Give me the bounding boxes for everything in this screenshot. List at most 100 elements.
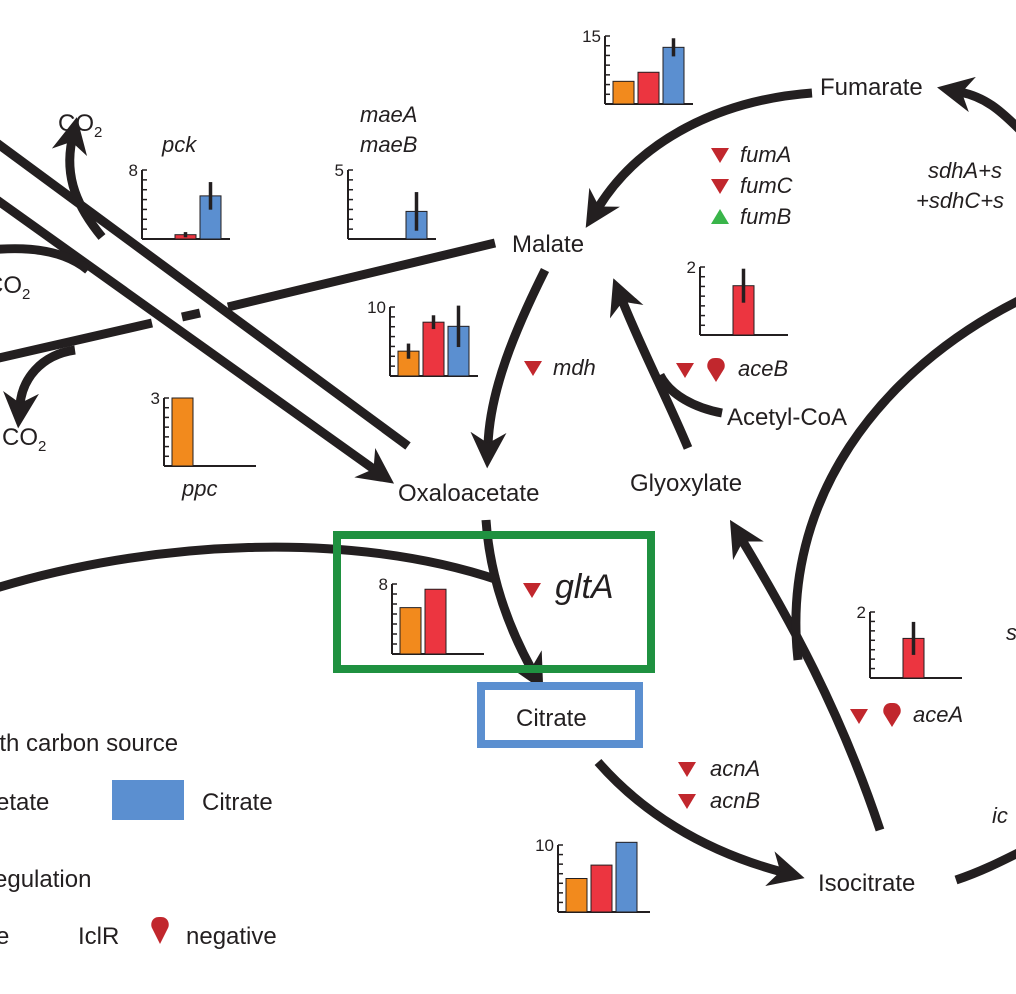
isocitrate-label: Isocitrate (818, 870, 915, 897)
tick-label: 5 (335, 161, 344, 180)
svg-text:CO2: CO2 (58, 110, 102, 141)
gene-aceB: aceB (738, 356, 788, 381)
iclr-repressor-icon (151, 917, 169, 944)
gene-aceA: aceA (913, 702, 963, 727)
down-triangle-icon (850, 709, 868, 724)
down-triangle-icon (676, 363, 694, 378)
bar (422, 321, 445, 377)
down-triangle-icon (524, 361, 542, 376)
gene-ppc: ppc (181, 476, 217, 501)
arrow-to-oxaloacetate (0, 196, 395, 484)
down-triangle-icon (711, 148, 729, 163)
co2-left: CO2 (0, 272, 30, 303)
legend-carbon-source-title: ith carbon source (0, 730, 178, 757)
chart-maeAB: 5 (335, 161, 436, 240)
tick-label: 3 (151, 389, 160, 408)
legend-citrate-swatch (112, 780, 184, 820)
gene-sdh-line1: sdhA+s (928, 158, 1002, 183)
down-triangle-icon (523, 583, 541, 598)
gene-maeA: maeA (360, 102, 417, 127)
citrate-label: Citrate (516, 705, 587, 732)
chart-aceB: 2 (687, 258, 788, 336)
gltA-highlight-box (333, 531, 655, 673)
co2-bottom: CO2 (2, 424, 46, 455)
aceA-regulation: aceA (850, 702, 963, 727)
acetyl-coa-join (655, 372, 723, 418)
tick-label: 15 (582, 27, 601, 46)
pathway-arrows (0, 76, 1016, 887)
svg-text:CO2: CO2 (0, 272, 30, 303)
legend-positive-fragment: e (0, 923, 9, 950)
tick-label: 2 (687, 258, 696, 277)
legend-iclr-label: IclR (78, 923, 119, 950)
acetyl-coa-label: Acetyl-CoA (727, 404, 847, 431)
oxaloacetate-label: Oxaloacetate (398, 480, 539, 507)
bar (637, 71, 660, 105)
tick-label: 8 (129, 161, 138, 180)
gene-pck: pck (161, 132, 197, 157)
down-triangle-icon (678, 794, 696, 809)
legend-regulation-title: egulation (0, 866, 91, 893)
chart-pck: 8 (129, 161, 230, 240)
arrow-to-co2-bottom (3, 345, 76, 429)
arrow-isocitrate-to-glyoxylate (729, 519, 885, 832)
bar (565, 878, 588, 913)
bar (171, 397, 194, 467)
legend: ith carbon source etate Citrate egulatio… (0, 730, 277, 950)
arrow-to-co2-top (51, 117, 106, 240)
gene-sdh-line2: +sdhC+s (916, 188, 1004, 213)
bar (615, 841, 638, 913)
diagonal-line-upper (0, 139, 411, 450)
gene-acnA: acnA (710, 756, 760, 781)
bar (399, 607, 422, 655)
expression-charts: 15 8 5 10 2 3 8 2 10 (129, 27, 962, 913)
arrow-fumarate-to-malate (585, 88, 813, 228)
mdh-regulation: mdh (524, 355, 596, 380)
gene-right-s: s (1006, 620, 1016, 645)
citrate-box (477, 682, 643, 748)
chart-fum: 15 (582, 27, 693, 105)
malate-line-left (0, 318, 154, 363)
gene-fumB: fumB (740, 204, 791, 229)
tick-label: 10 (367, 298, 386, 317)
bar (612, 80, 635, 105)
arrow-oxaloacetate-to-citrate (481, 519, 544, 691)
gene-maeB: maeB (360, 132, 417, 157)
legend-acetate-label: etate (0, 789, 49, 816)
legend-citrate-label: Citrate (202, 789, 273, 816)
arrow-to-fumarate (937, 76, 1016, 133)
down-triangle-icon (711, 179, 729, 194)
malate-line-gap (181, 308, 201, 322)
bar (590, 864, 613, 913)
co2-top: CO2 (58, 110, 102, 141)
glyoxylate-label: Glyoxylate (630, 470, 742, 497)
gene-fumA: fumA (740, 142, 791, 167)
succinate-curve (791, 297, 1016, 661)
chart-gltA: 8 (379, 575, 484, 655)
gene-right-ic: ic (992, 803, 1008, 828)
tick-label: 2 (857, 603, 866, 622)
arrow-malate-to-oxaloacetate (470, 267, 550, 469)
aceB-regulation: aceB (676, 356, 788, 382)
arrow-glyoxylate-to-malate (609, 278, 693, 450)
iclr-repressor-icon (883, 703, 901, 727)
acn-regulation: acnA acnB (678, 756, 760, 813)
tick-label: 10 (535, 836, 554, 855)
chart-mdh: 10 (367, 298, 478, 377)
malate-line-right (226, 238, 497, 312)
acetyl-input-curve (0, 542, 500, 592)
gene-fumC: fumC (740, 173, 793, 198)
gene-gltA: gltA (555, 568, 614, 606)
gene-acnB: acnB (710, 788, 760, 813)
iclr-repressor-icon (707, 358, 725, 382)
chart-ppc: 3 (151, 389, 256, 467)
fum-regulation: fumA fumC fumB (711, 142, 793, 229)
bar (424, 588, 447, 655)
co2-left-curve (0, 244, 91, 274)
malate-label: Malate (512, 231, 584, 258)
chart-acn: 10 (535, 836, 650, 913)
fumarate-label: Fumarate (820, 74, 923, 101)
svg-text:CO2: CO2 (2, 424, 46, 455)
gene-mdh: mdh (553, 355, 596, 380)
